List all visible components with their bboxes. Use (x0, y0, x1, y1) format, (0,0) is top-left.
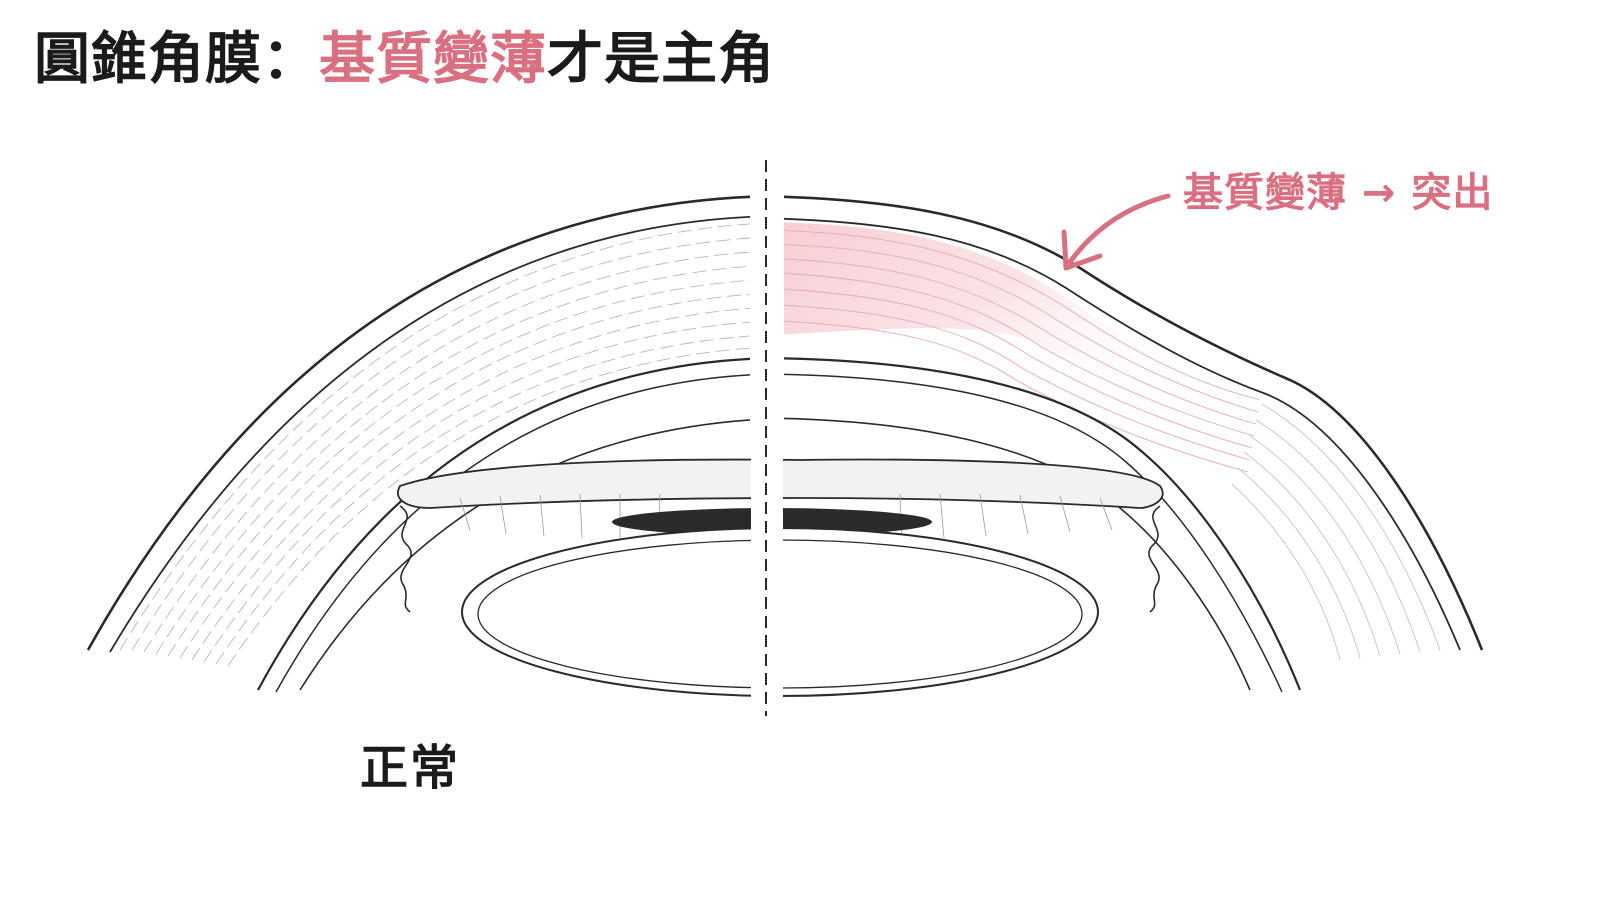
page-title: 圓錐角膜：基質變薄才是主角 (34, 26, 775, 93)
stroma-fibers-normal (119, 223, 750, 667)
thinned-stroma-fill (784, 222, 1250, 418)
stroma-fibers-periphery (1231, 403, 1441, 661)
stroma-fibers-thinned (784, 230, 1261, 473)
normal-endothelium (257, 357, 750, 691)
title-part-3: 才是主角 (547, 27, 775, 92)
normal-outer-surface (86, 195, 750, 651)
title-highlight: 基質變薄 (319, 27, 547, 92)
normal-bowman-layer (109, 216, 750, 653)
keratoconus-outer-surface (784, 195, 1484, 651)
curved-arrow-icon (1061, 193, 1171, 271)
normal-label: 正常 (360, 740, 461, 796)
keratoconus-cornea (784, 195, 1484, 693)
title-part-1: 圓錐角膜： (34, 27, 319, 92)
callout-label: 基質變薄 → 突出 (1183, 170, 1494, 216)
